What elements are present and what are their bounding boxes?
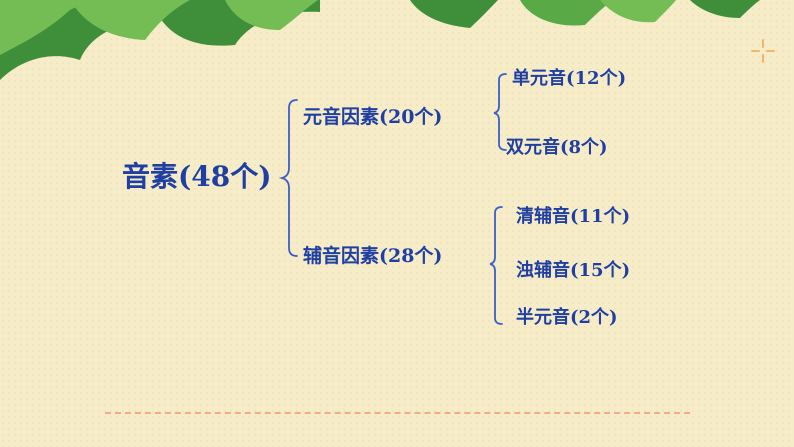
leaf-border-decoration (0, 0, 760, 80)
leaf-monophthongs: 单元音(12个) (512, 68, 627, 89)
sparkle-icon (751, 39, 775, 63)
leaf-diphthongs: 双元音(8个) (506, 137, 608, 158)
branch-consonant-phonemes: 辅音因素(28个) (303, 245, 443, 267)
leaf-semivowels: 半元音(2个) (516, 307, 618, 328)
branch-vowel-phonemes: 元音因素(20个) (303, 106, 443, 128)
root-brace (278, 99, 298, 257)
vowel-brace (493, 73, 507, 151)
dashed-divider (105, 412, 690, 414)
consonant-brace (489, 206, 503, 325)
leaf-voiced-consonants: 浊辅音(15个) (516, 260, 631, 281)
root-node: 音素(48个) (122, 160, 272, 193)
leaf-voiceless-consonants: 清辅音(11个) (516, 206, 631, 227)
